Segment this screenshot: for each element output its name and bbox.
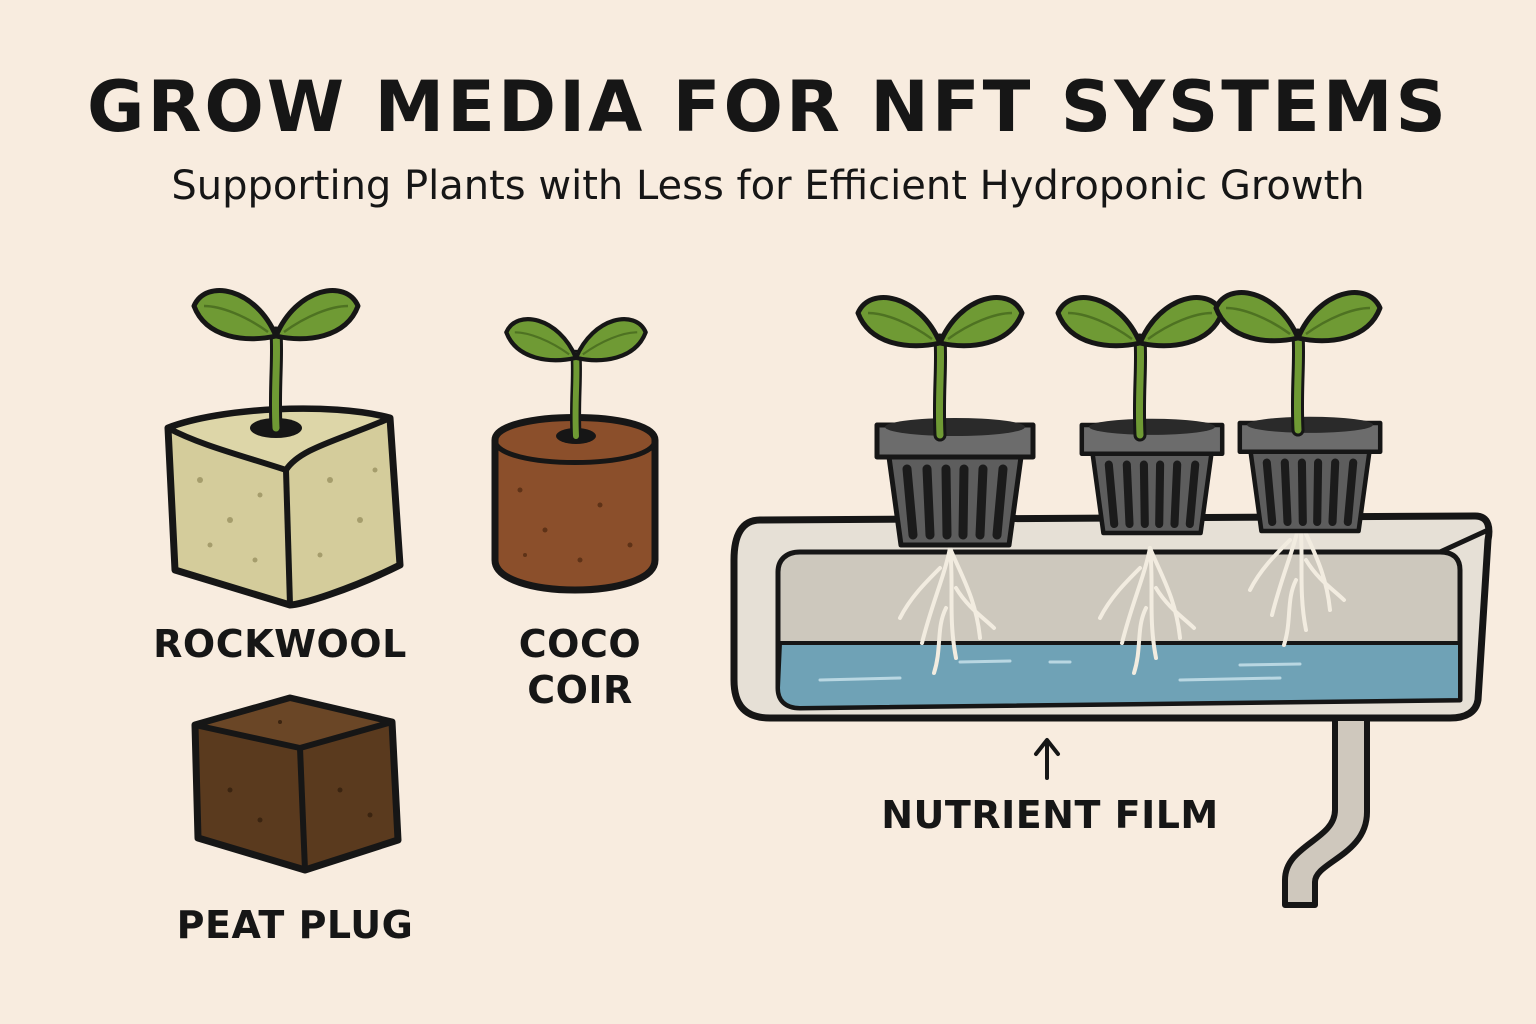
rockwool-label: ROCKWOOL [153,622,407,666]
seedling-icon [858,298,1022,435]
arrow-up-icon [1034,738,1060,780]
coco-coir-pellet [491,414,659,594]
coco-coir-label: COCO COIR [518,622,642,712]
page-title: GROW MEDIA FOR NFT SYSTEMS [87,66,1449,148]
page-subtitle: Supporting Plants with Less for Efficien… [171,163,1365,209]
nutrient-film-label: NUTRIENT FILM [881,793,1219,837]
drain-pipe [1282,715,1370,908]
seedling-icon [1058,298,1222,435]
nft-channel [730,512,1493,722]
peat-plug-label: PEAT PLUG [176,903,414,947]
net-pot-icon [1082,419,1222,533]
rockwool-cube [164,405,404,609]
seedling-icon [1216,293,1380,430]
net-pot-icon [877,418,1033,545]
peat-plug [191,694,402,874]
net-pot-icon [1240,417,1380,531]
